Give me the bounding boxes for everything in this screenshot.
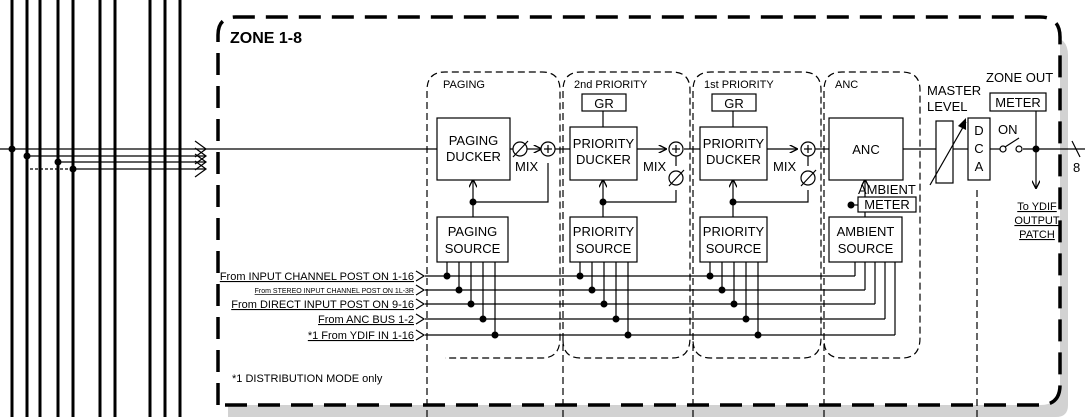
priority-source-1st-line1: PRIORITY <box>703 224 765 239</box>
input-label-5: *1 From YDIF IN 1-16 <box>308 330 414 342</box>
priority-ducker-1st-line2: DUCKER <box>706 152 761 167</box>
gr-label-2nd: GR <box>594 96 614 111</box>
input-label-3: From DIRECT INPUT POST ON 9-16 <box>231 299 414 311</box>
ambient-meter-line2: METER <box>864 197 910 212</box>
master-level-fader: MASTER LEVEL <box>927 83 981 186</box>
input-label-1: From INPUT CHANNEL POST ON 1-16 <box>220 271 414 283</box>
bus-junctions <box>8 145 77 173</box>
gr-meter-2nd: GR <box>581 93 627 112</box>
ydif-output-line1: To YDIF <box>1017 201 1057 213</box>
zone-out-meter: METER <box>989 92 1047 149</box>
section-frames <box>426 71 978 417</box>
zone-out-meter-label: METER <box>995 95 1041 110</box>
section-label-anc: ANC <box>835 79 858 91</box>
on-switch: ON <box>998 122 1023 153</box>
master-level-line2: LEVEL <box>927 99 967 114</box>
priority-ducker-2nd-line1: PRIORITY <box>573 136 635 151</box>
mix-labels: MIX MIX MIX <box>515 159 796 174</box>
section-label-1st-priority: 1st PRIORITY <box>704 79 774 91</box>
anc-label: ANC <box>852 142 879 157</box>
footnote: *1 DISTRIBUTION MODE only <box>232 373 383 385</box>
priority-ducker-block-2nd: PRIORITY DUCKER <box>569 126 638 181</box>
dca-block: D C A <box>967 117 991 181</box>
paging-source-line2: SOURCE <box>445 241 501 256</box>
master-level-line1: MASTER <box>927 83 981 98</box>
dca-letter-d: D <box>974 123 983 138</box>
priority-source-2nd-line2: SOURCE <box>576 241 632 256</box>
gr-meter-1st: GR <box>711 93 757 112</box>
zone-frame <box>216 15 1068 417</box>
zone-title: ZONE 1-8 <box>230 30 302 47</box>
on-label: ON <box>998 122 1018 137</box>
mix-label-paging: MIX <box>515 159 538 174</box>
priority-source-block-1st: PRIORITY SOURCE <box>699 216 768 263</box>
input-buses <box>10 0 182 417</box>
paging-source-block: PAGING SOURCE <box>436 216 509 263</box>
paging-ducker-line1: PAGING <box>449 133 499 148</box>
anc-block: ANC <box>828 117 904 181</box>
paging-ducker-block: PAGING DUCKER <box>436 117 511 181</box>
ydif-output-patch-label: To YDIF OUTPUT PATCH <box>1014 201 1060 241</box>
priority-ducker-block-1st: PRIORITY DUCKER <box>699 126 768 181</box>
ambient-meter-line1: AMBIENT <box>858 182 916 197</box>
input-label-2: From STEREO INPUT CHANNEL POST ON 1L-3R <box>255 288 414 295</box>
paging-source-line1: PAGING <box>448 224 498 239</box>
mix-label-1st: MIX <box>773 159 796 174</box>
priority-ducker-1st-line1: PRIORITY <box>703 136 765 151</box>
level-knob-icons <box>512 140 817 187</box>
channel-count: 8 <box>1073 160 1080 175</box>
source-input-lines <box>415 262 896 341</box>
plus-glyphs <box>544 145 812 153</box>
ambient-source-block: AMBIENT SOURCE <box>828 216 903 263</box>
ydif-output-line2: OUTPUT <box>1014 215 1060 227</box>
gr-label-1st: GR <box>724 96 744 111</box>
priority-ducker-2nd-line2: DUCKER <box>576 152 631 167</box>
bus-feed-lines <box>0 140 420 178</box>
mix-label-2nd: MIX <box>643 159 666 174</box>
ambient-meter-block: AMBIENT METER <box>857 182 917 213</box>
paging-ducker-line2: DUCKER <box>446 149 501 164</box>
ydif-output-line3: PATCH <box>1019 229 1055 241</box>
dca-letter-a: A <box>975 159 984 174</box>
dca-letter-c: C <box>974 141 983 156</box>
section-label-2nd-priority: 2nd PRIORITY <box>574 79 648 91</box>
ambient-source-line1: AMBIENT <box>837 224 895 239</box>
sidechain-junctions <box>469 198 855 209</box>
ambient-source-line2: SOURCE <box>838 241 894 256</box>
source-input-junctions <box>443 272 762 339</box>
priority-source-2nd-line1: PRIORITY <box>573 224 635 239</box>
input-source-labels: From INPUT CHANNEL POST ON 1-16 From STE… <box>220 271 414 342</box>
priority-source-block-2nd: PRIORITY SOURCE <box>569 216 638 263</box>
zone-out-label: ZONE OUT <box>986 70 1053 85</box>
section-label-paging: PAGING <box>443 79 485 91</box>
input-label-4: From ANC BUS 1-2 <box>318 314 414 326</box>
priority-source-1st-line2: SOURCE <box>706 241 762 256</box>
